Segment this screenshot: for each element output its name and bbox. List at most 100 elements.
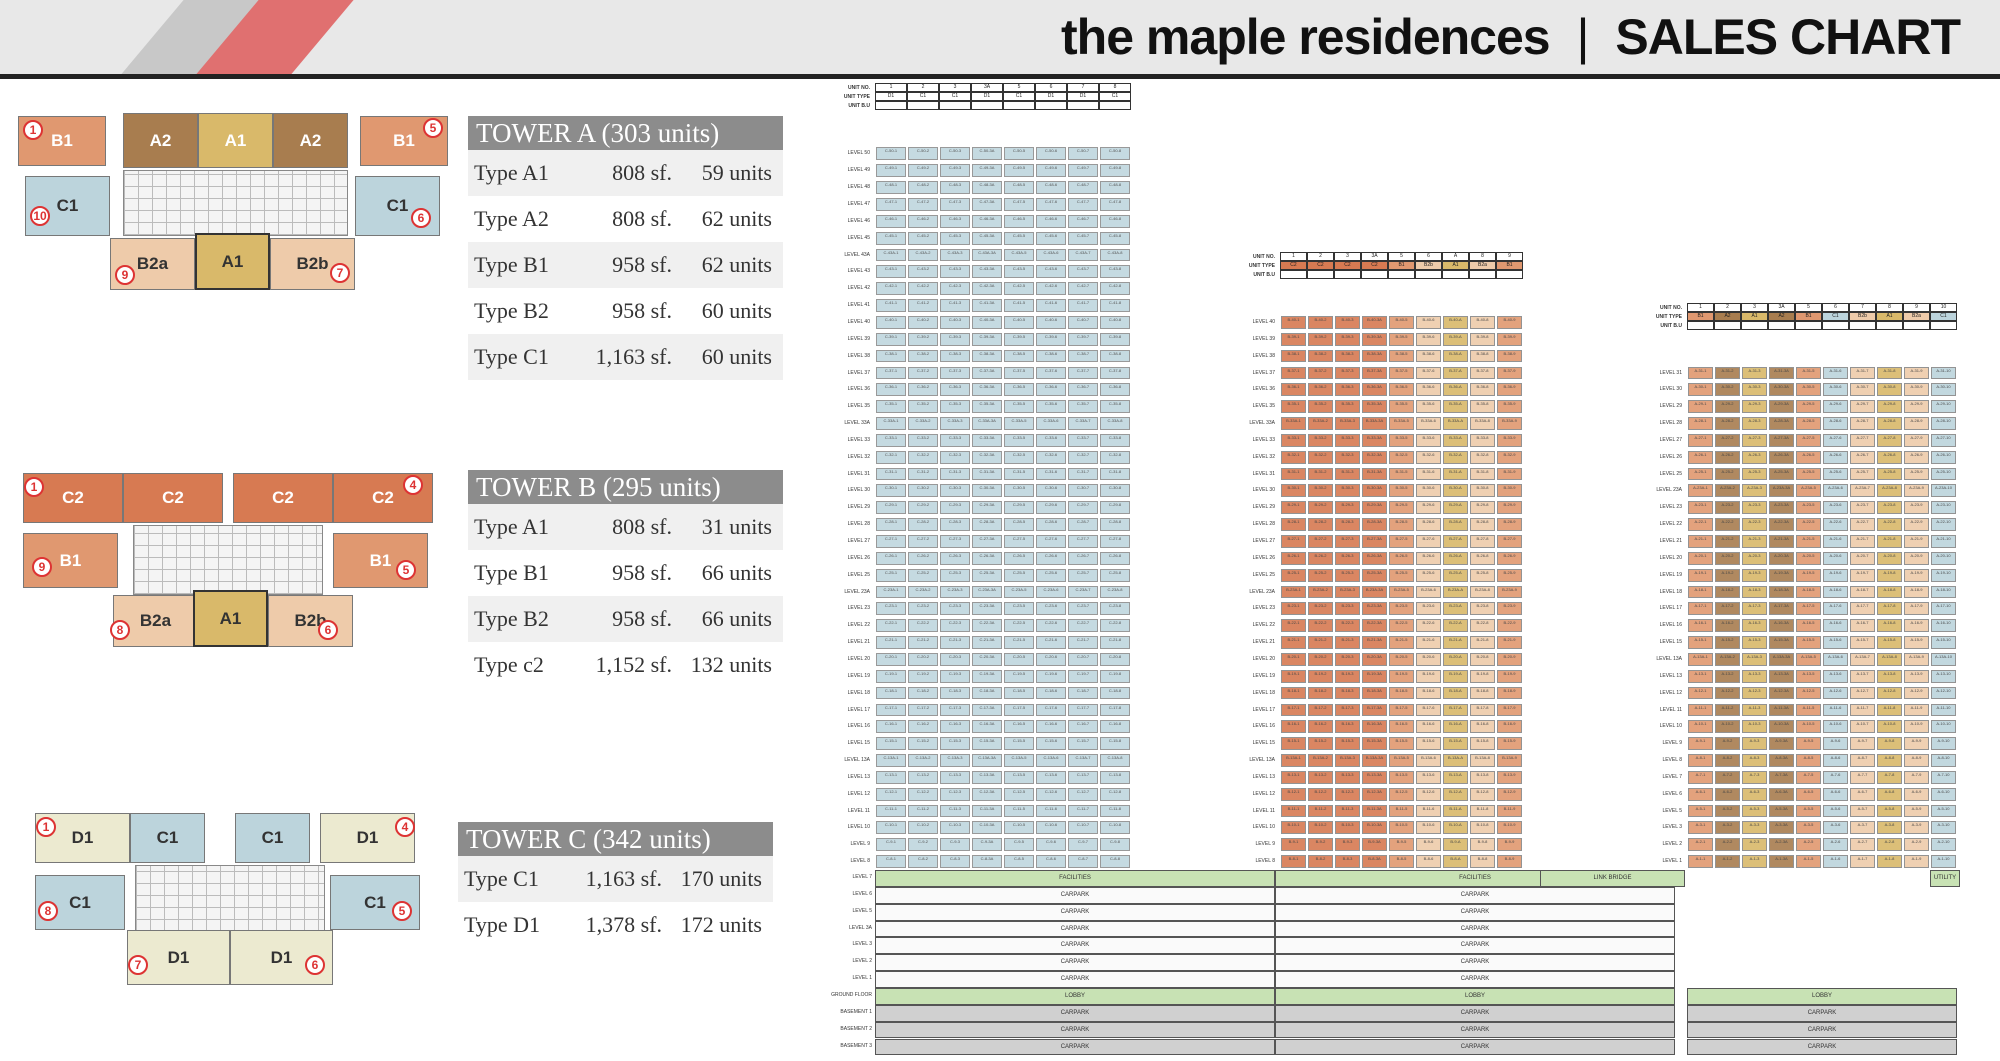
unit-cell: B-31-2 [1308, 467, 1333, 481]
unit-cell: C-27-6 [1036, 535, 1066, 548]
unit-type-cell: A2 [1768, 311, 1795, 321]
unit-cell: A-29-6 [1823, 400, 1848, 414]
unit-cell: A-20-1 [1688, 551, 1713, 565]
unit-cell: B-22-2 [1308, 619, 1333, 633]
unit-number-badge: 7 [330, 263, 350, 283]
unit-cell: C-23A-7 [1068, 585, 1098, 599]
unit-cell: A-23-9 [1904, 501, 1929, 515]
unit-cell: B-23A-9 [1497, 585, 1522, 599]
unit-cell: C-26-3A [972, 551, 1002, 565]
unit-type-cell: C2 [1307, 260, 1334, 270]
unit-cell: C-49-5 [1004, 164, 1034, 178]
unit-cell: A-1-3A [1769, 855, 1794, 868]
unit-cell: B-38-8 [1470, 349, 1495, 363]
unit-cell: C-31-2 [908, 467, 938, 481]
level-label: LEVEL 9 [1662, 740, 1682, 747]
unit-cell: A-5-9 [1904, 804, 1929, 818]
unit-cell: B-10-3A [1362, 821, 1387, 835]
header-label: UNIT TYPE [843, 94, 870, 101]
unit-cell: B-35-3A [1362, 400, 1387, 414]
unit-cell: B-33A-9 [1497, 417, 1522, 430]
podium-band-c: LOBBY [875, 987, 1275, 1005]
unit-cell: B-27-6 [1416, 535, 1441, 548]
unit-cell: A-21-8 [1877, 535, 1902, 548]
unit-cell: A-13A-1 [1688, 652, 1713, 666]
unit-d1: D1 [320, 813, 415, 863]
unit-cell: B-28-6 [1416, 518, 1441, 531]
unit-cell: B-28-5 [1389, 518, 1414, 531]
unit-cell: B-38-9 [1497, 349, 1522, 363]
unit-cell: A-17-6 [1823, 602, 1848, 616]
unit-cell: B-8-3 [1335, 855, 1360, 868]
unit-bu-cell [1035, 101, 1067, 111]
unit-cell: A-2-3A [1769, 838, 1794, 852]
unit-cell: C-45-2 [908, 231, 938, 245]
unit-no-cell: 7 [1067, 83, 1099, 93]
header-label: UNIT B.U [1253, 271, 1275, 278]
unit-cell: B-9-3A [1362, 838, 1387, 852]
unit-cell: C-47-1 [876, 198, 906, 211]
unit-cell: A-2-6 [1823, 838, 1848, 852]
unit-cell: A-21-1 [1688, 535, 1713, 548]
level-label: LEVEL 36 [847, 386, 870, 393]
unit-count: 60 units [701, 344, 772, 369]
unit-cell: C-47-3 [940, 198, 970, 211]
unit-cell: A-7-9 [1904, 770, 1929, 784]
unit-cell: B-40-8 [1470, 315, 1495, 329]
unit-cell: A-11-9 [1904, 703, 1929, 717]
unit-cell: B-39-A [1443, 332, 1468, 346]
unit-cell: C-47-8 [1100, 198, 1130, 211]
unit-cell: A-30-6 [1823, 383, 1848, 397]
podium-band-c: CARPARK [875, 1021, 1275, 1039]
unit-cell: C-18-1 [876, 686, 906, 700]
unit-cell: C-45-8 [1100, 231, 1130, 245]
unit-cell: B-38-5 [1389, 349, 1414, 363]
unit-cell: C-39-6 [1036, 332, 1066, 346]
unit-count: 170 units [680, 866, 762, 891]
unit-cell: A-27-10 [1931, 433, 1956, 447]
unit-cell: C-41-6 [1036, 299, 1066, 312]
unit-cell: C-42-3 [940, 282, 970, 296]
level-label: LEVEL 19 [847, 672, 870, 679]
unit-cell: C-39-2 [908, 332, 938, 346]
unit-cell: B-19-1 [1281, 669, 1306, 683]
unit-cell: C-29-2 [908, 501, 938, 515]
unit-no-cell: 1 [1687, 302, 1714, 312]
unit-cell: B-23A-8 [1470, 585, 1495, 599]
unit-cell: C-46-6 [1036, 214, 1066, 228]
unit-cell: A-3-3A [1769, 821, 1794, 835]
unit-cell: C-32-7 [1068, 450, 1098, 464]
level-label: LEVEL 10 [847, 824, 870, 831]
unit-cell: C-46-5 [1004, 214, 1034, 228]
unit-cell: C-21-2 [908, 636, 938, 649]
unit-cell: C-35-7 [1068, 400, 1098, 414]
unit-cell: A-15-10 [1931, 636, 1956, 649]
unit-cell: C-22-2 [908, 619, 938, 633]
unit-cell: A-25-10 [1931, 467, 1956, 481]
unit-cell: A-31-10 [1931, 366, 1956, 380]
unit-type: Type C1 [474, 344, 549, 369]
podium-band-b: CARPARK [1275, 1004, 1675, 1022]
unit-cell: B-9-1 [1281, 838, 1306, 852]
unit-cell: A-13-7 [1850, 669, 1875, 683]
unit-bu-cell [1714, 320, 1741, 330]
unit-cell: B-23-5 [1389, 602, 1414, 616]
unit-cell: C-15-2 [908, 737, 938, 751]
unit-cell: B-9-A [1443, 838, 1468, 852]
unit-cell: B-8-3A [1362, 855, 1387, 868]
unit-cell: A-6-3 [1742, 787, 1767, 801]
unit-number-badge: 5 [423, 118, 443, 138]
unit-cell: C-16-6 [1036, 720, 1066, 734]
unit-cell: B-38-A [1443, 349, 1468, 363]
unit-cell: B-12-6 [1416, 787, 1441, 801]
unit-cell: B-29-5 [1389, 501, 1414, 515]
unit-cell: B-33A-3A [1362, 417, 1387, 430]
unit-a2: A2 [123, 113, 198, 168]
level-label: LEVEL 29 [1659, 403, 1682, 410]
unit-no-cell: 5 [1388, 251, 1415, 261]
unit-count: 132 units [690, 652, 772, 677]
unit-cell: C-29-7 [1068, 501, 1098, 515]
unit-cell: A-3-7 [1850, 821, 1875, 835]
unit-cell: B-28-9 [1497, 518, 1522, 531]
